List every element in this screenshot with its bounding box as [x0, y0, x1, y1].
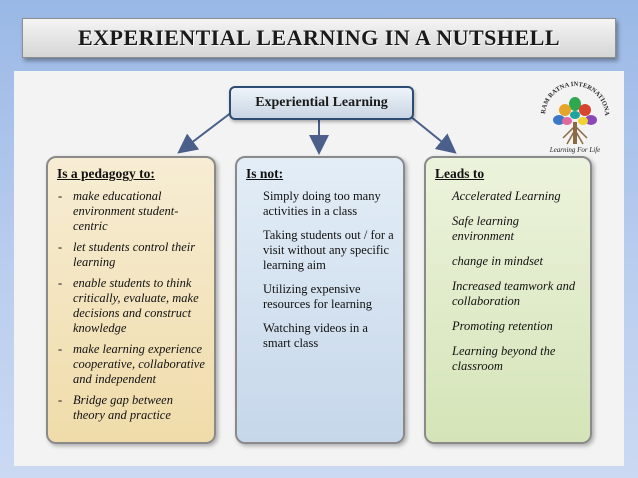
list-item: let students control their learning — [57, 240, 208, 270]
experiential-learning-box: Experiential Learning — [229, 86, 414, 120]
list-item: Watching videos in a smart class — [263, 321, 368, 350]
list-item: Simply doing too many activities in a cl… — [263, 189, 381, 218]
is-not-list: Simply doing too many activities in a cl… — [246, 189, 397, 351]
tree-icon — [553, 97, 597, 145]
leads-to-box: Leads to Accelerated Learning Safe learn… — [424, 156, 592, 444]
arrow-left — [177, 111, 233, 154]
list-item: Bridge gap between theory and practice — [57, 393, 208, 423]
list-item: Taking students out / for a visit withou… — [263, 228, 394, 272]
list-item: Increased teamwork and collaboration — [452, 279, 576, 308]
list-item: Promoting retention — [452, 319, 553, 333]
top-box-label: Experiential Learning — [255, 95, 388, 110]
list-item: make educational environment student-cen… — [57, 189, 208, 234]
list-item: change in mindset — [452, 254, 543, 268]
pedagogy-box: Is a pedagogy to: make educational envir… — [46, 156, 216, 444]
leads-to-heading: Leads to — [435, 166, 485, 181]
pedagogy-list: make educational environment student-cen… — [57, 189, 208, 423]
slide-title: EXPERIENTIAL LEARNING IN A NUTSHELL — [77, 25, 561, 50]
list-item: make learning experience cooperative, co… — [57, 342, 208, 387]
list-item: Learning beyond the classroom — [452, 344, 556, 373]
list-item: enable students to think critically, eva… — [57, 276, 208, 336]
title-bar: EXPERIENTIAL LEARNING IN A NUTSHELL — [22, 18, 616, 58]
list-item: Utilizing expensive resources for learni… — [263, 282, 372, 311]
pedagogy-heading: Is a pedagogy to: — [57, 166, 155, 181]
is-not-box: Is not: Simply doing too many activities… — [235, 156, 405, 444]
logo-tagline: Learning For Life — [549, 146, 601, 154]
arrow-right — [404, 111, 457, 154]
leads-to-list: Accelerated Learning Safe learning envir… — [435, 189, 584, 374]
is-not-heading: Is not: — [246, 166, 284, 181]
list-item: Accelerated Learning — [452, 189, 561, 203]
list-item: Safe learning environment — [452, 214, 520, 243]
